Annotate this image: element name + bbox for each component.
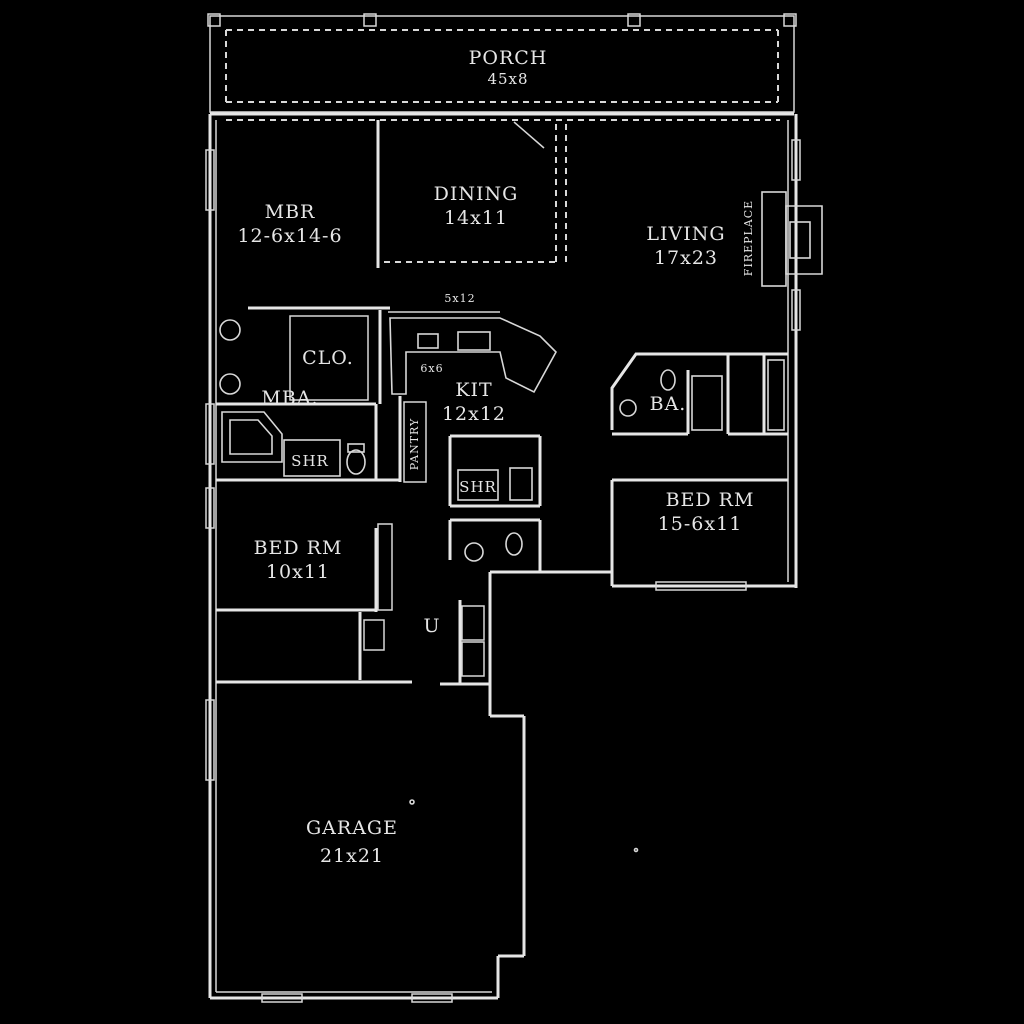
fixtures xyxy=(219,191,823,853)
mbr-name: MBR xyxy=(265,201,316,223)
mbr-size: 12-6x14-6 xyxy=(237,225,342,247)
pantry-label: PANTRY xyxy=(408,418,421,471)
utility-name: U xyxy=(423,615,440,637)
mba-name: MBA. xyxy=(261,387,318,409)
dining-size: 14x11 xyxy=(444,207,508,229)
bed-rm-left-size: 10x11 xyxy=(266,561,330,583)
living-size: 17x23 xyxy=(654,247,718,269)
porch-name: PORCH xyxy=(469,47,548,69)
porch xyxy=(207,13,797,113)
kit-size: 12x12 xyxy=(442,403,506,425)
windows xyxy=(205,139,801,1003)
dining-name: DINING xyxy=(434,183,519,205)
interior-walls xyxy=(216,120,788,686)
bed-rm-right-size: 15-6x11 xyxy=(658,513,743,535)
kit-name: KIT xyxy=(455,379,492,401)
porch-size: 45x8 xyxy=(487,70,528,88)
garage-name: GARAGE xyxy=(306,817,398,839)
exterior-walls xyxy=(208,112,798,1000)
ba-name: BA. xyxy=(650,393,687,415)
bar-dim: 5x12 xyxy=(444,292,475,305)
fireplace-label: FIREPLACE xyxy=(742,200,755,276)
garage-size: 21x21 xyxy=(320,845,384,867)
shr-hall-label: SHR xyxy=(459,478,497,496)
bed-rm-right-name: BED RM xyxy=(666,489,755,511)
shr-master-label: SHR xyxy=(291,452,329,470)
living-name: LIVING xyxy=(646,223,725,245)
clo-name: CLO. xyxy=(302,347,354,369)
bed-rm-left-name: BED RM xyxy=(254,537,343,559)
kit-dim: 6x6 xyxy=(420,362,443,375)
